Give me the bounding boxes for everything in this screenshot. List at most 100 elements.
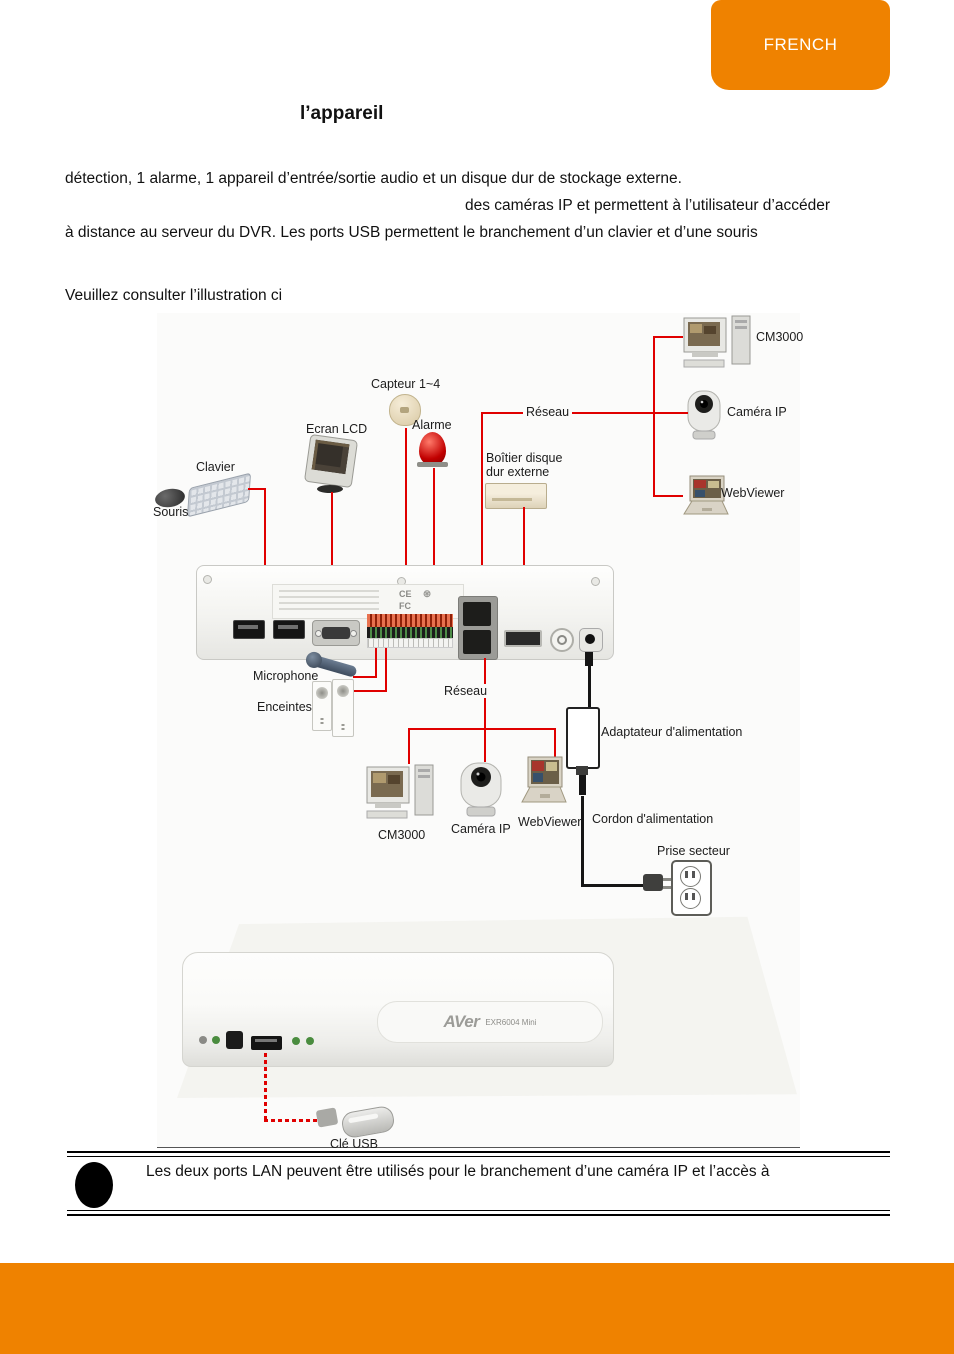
label-prise-secteur: Prise secteur: [657, 844, 730, 858]
model-label: EXR6004 Mini: [485, 1017, 537, 1027]
label-enceintes: Enceintes: [257, 700, 312, 714]
brand-plate: AVer EXR6004 Mini: [377, 1001, 603, 1043]
sticker-text-lines: [279, 590, 379, 612]
line-sensor-to-terminal: [405, 428, 407, 614]
usb-key-icon: [340, 1104, 396, 1140]
cm3000-pc-icon: [683, 315, 751, 368]
line-lcd-to-vga: [331, 492, 333, 620]
note-rule-bottom-thick: [67, 1214, 890, 1216]
label-camera-ip-bottom: Caméra IP: [451, 822, 511, 836]
lcd-monitor-base-icon: [317, 485, 343, 493]
label-webviewer-bottom: WebViewer: [518, 815, 582, 829]
line-alarm-to-terminal: [433, 468, 435, 614]
label-cle-usb: Clé USB: [330, 1137, 378, 1151]
line-network-top-h: [481, 412, 688, 414]
power-cord-v: [581, 796, 584, 886]
lan1-led: [292, 1037, 300, 1045]
line-speaker-v: [385, 648, 387, 692]
label-ecran-lcd: Ecran LCD: [306, 422, 368, 436]
dc-jack: [579, 628, 603, 652]
rear-usb-port-1: [233, 620, 265, 639]
line-right-column-v: [653, 336, 655, 497]
adapter-connector-2: [579, 775, 586, 795]
plug-prong: [663, 878, 672, 881]
page-title: l’appareil: [300, 103, 384, 124]
line-stub-webviewer: [653, 495, 683, 497]
paragraph-line-1: détection, 1 alarme, 1 appareil d’entrée…: [65, 170, 682, 187]
label-souris: Souris: [153, 505, 189, 519]
note-rule-top-thin: [67, 1156, 890, 1157]
sensor-icon: [389, 394, 421, 426]
plug-prong: [663, 886, 672, 889]
power-cable-upper: [588, 666, 591, 709]
rear-usb-port-2: [273, 620, 305, 639]
brand-logo: AVer: [443, 1012, 480, 1031]
language-tab-label: FRENCH: [763, 35, 838, 54]
note-text: Les deux ports LAN peuvent être utilisés…: [146, 1163, 770, 1180]
ce-mark: CE: [399, 589, 412, 599]
lcd-monitor-icon: [303, 433, 359, 489]
line-drop-camera: [484, 728, 486, 762]
paragraph-line-3: à distance au serveur du DVR. Les ports …: [65, 224, 758, 241]
fcc-mark: FC: [399, 601, 411, 611]
screw-icon: [203, 575, 212, 584]
line-mic-v: [375, 648, 377, 678]
lan-port-2: [463, 630, 491, 654]
label-cm3000-top: CM3000: [756, 330, 804, 344]
line-drop-cm3000: [408, 728, 410, 764]
note-rule-top-thick: [67, 1151, 890, 1153]
lan-ports: [458, 596, 498, 660]
vga-port: [312, 620, 360, 646]
external-hdd-icon: [485, 483, 547, 509]
power-adapter-icon: [566, 707, 600, 769]
hdd-led: [212, 1036, 220, 1044]
adapter-connector: [576, 766, 588, 775]
line-network-to-lan1: [481, 412, 483, 596]
label-adaptateur: Adaptateur d'alimentation: [601, 725, 743, 739]
line-drop-webviewer: [554, 728, 556, 758]
ip-camera-icon: [687, 390, 721, 440]
alarm-icon: [417, 432, 448, 467]
lan-port-1: [463, 602, 491, 626]
weee-mark: ♼: [423, 589, 432, 599]
power-led: [199, 1036, 207, 1044]
footer-band: [0, 1263, 954, 1354]
label-clavier: Clavier: [196, 460, 235, 474]
line-keyboard-v: [264, 488, 266, 607]
dc-plug-connector: [585, 652, 593, 666]
laptop-icon-bottom: [521, 756, 567, 803]
label-camera-ip-top: Caméra IP: [727, 405, 787, 419]
line-keyboard-h: [248, 488, 266, 490]
line-usb-key-v: [264, 1053, 267, 1121]
paragraph-line-2: des caméras IP et permettent à l’utilisa…: [465, 197, 831, 214]
label-cordon: Cordon d'alimentation: [592, 812, 714, 826]
line-stub-cm3000: [653, 336, 683, 338]
esata-port: [504, 630, 542, 647]
front-power-button: [226, 1031, 243, 1049]
label-cm3000-bottom: CM3000: [378, 828, 426, 842]
power-button-rear: [550, 628, 574, 652]
label-webviewer-top: WebViewer: [721, 486, 785, 500]
line-mic-h: [353, 676, 377, 678]
label-reseau-bottom: Réseau: [444, 684, 491, 698]
speaker-left-icon: [312, 681, 332, 731]
io-terminal-block: [367, 614, 453, 648]
speaker-right-icon: [332, 679, 354, 737]
screw-icon: [591, 577, 600, 586]
paragraph-line-4: Veuillez consulter l’illustration ci: [65, 287, 283, 304]
ip-camera-icon-bottom: [460, 762, 502, 817]
lan2-led: [306, 1037, 314, 1045]
wall-outlet-icon: [671, 860, 712, 916]
label-reseau-top: Réseau: [523, 405, 573, 419]
cm3000-pc-icon-bottom: [366, 764, 434, 819]
note-rule-bottom-thin: [67, 1210, 890, 1211]
laptop-icon: [683, 475, 729, 515]
usb-key-cap-icon: [315, 1107, 339, 1128]
note-bullet-icon: [75, 1162, 113, 1208]
connection-diagram: CE FC ♼: [153, 313, 804, 1151]
power-cord-h: [581, 884, 646, 887]
label-alarme: Alarme: [412, 418, 452, 432]
label-microphone: Microphone: [253, 669, 319, 683]
rating-sticker: CE FC ♼: [272, 584, 464, 619]
